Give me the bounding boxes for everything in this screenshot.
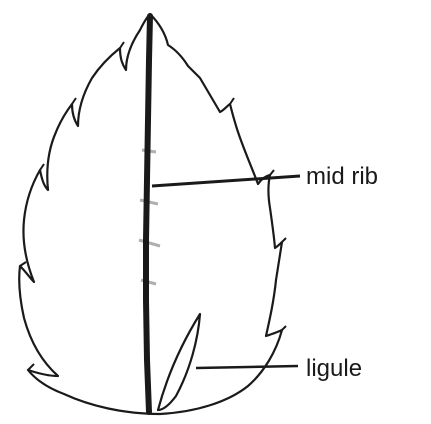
ligule-leader (196, 366, 298, 368)
ligule-shape (158, 314, 200, 410)
serration-marks-left (20, 42, 124, 370)
mid-rib-label: mid rib (306, 163, 378, 190)
ligule-label: ligule (306, 355, 362, 382)
mid-rib-vein (146, 16, 150, 412)
mid-rib-leader (152, 176, 300, 186)
